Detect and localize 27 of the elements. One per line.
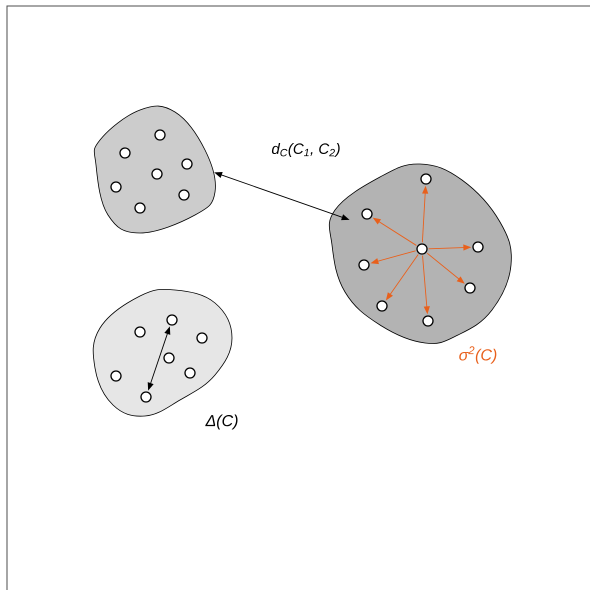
data-point: [178, 189, 190, 201]
data-point: [196, 332, 208, 344]
data-point: [181, 158, 193, 170]
data-point: [119, 147, 131, 159]
data-point: [422, 315, 434, 327]
data-point: [376, 300, 388, 312]
cluster-blob: [328, 164, 512, 344]
data-point: [140, 391, 152, 403]
data-point: [154, 129, 166, 141]
data-point: [151, 168, 163, 180]
edge-label: d$_{C}$(C$_{1}$, C$_{2}$): [272, 143, 340, 157]
data-point: [420, 173, 432, 185]
data-point: [166, 314, 178, 326]
cluster-blob: [94, 106, 216, 234]
data-point: [134, 202, 146, 214]
data-point: [110, 181, 122, 193]
data-point: [464, 282, 476, 294]
formula-label: Δ(C): [205, 414, 238, 430]
data-point: [416, 243, 428, 255]
data-point: [361, 208, 373, 220]
data-point: [358, 259, 370, 271]
data-point: [163, 352, 175, 364]
data-point: [472, 241, 484, 253]
data-point: [184, 367, 196, 379]
data-point: [134, 326, 146, 338]
formula-label: σ$^{2}$(C): [459, 346, 496, 364]
data-point: [110, 370, 122, 382]
